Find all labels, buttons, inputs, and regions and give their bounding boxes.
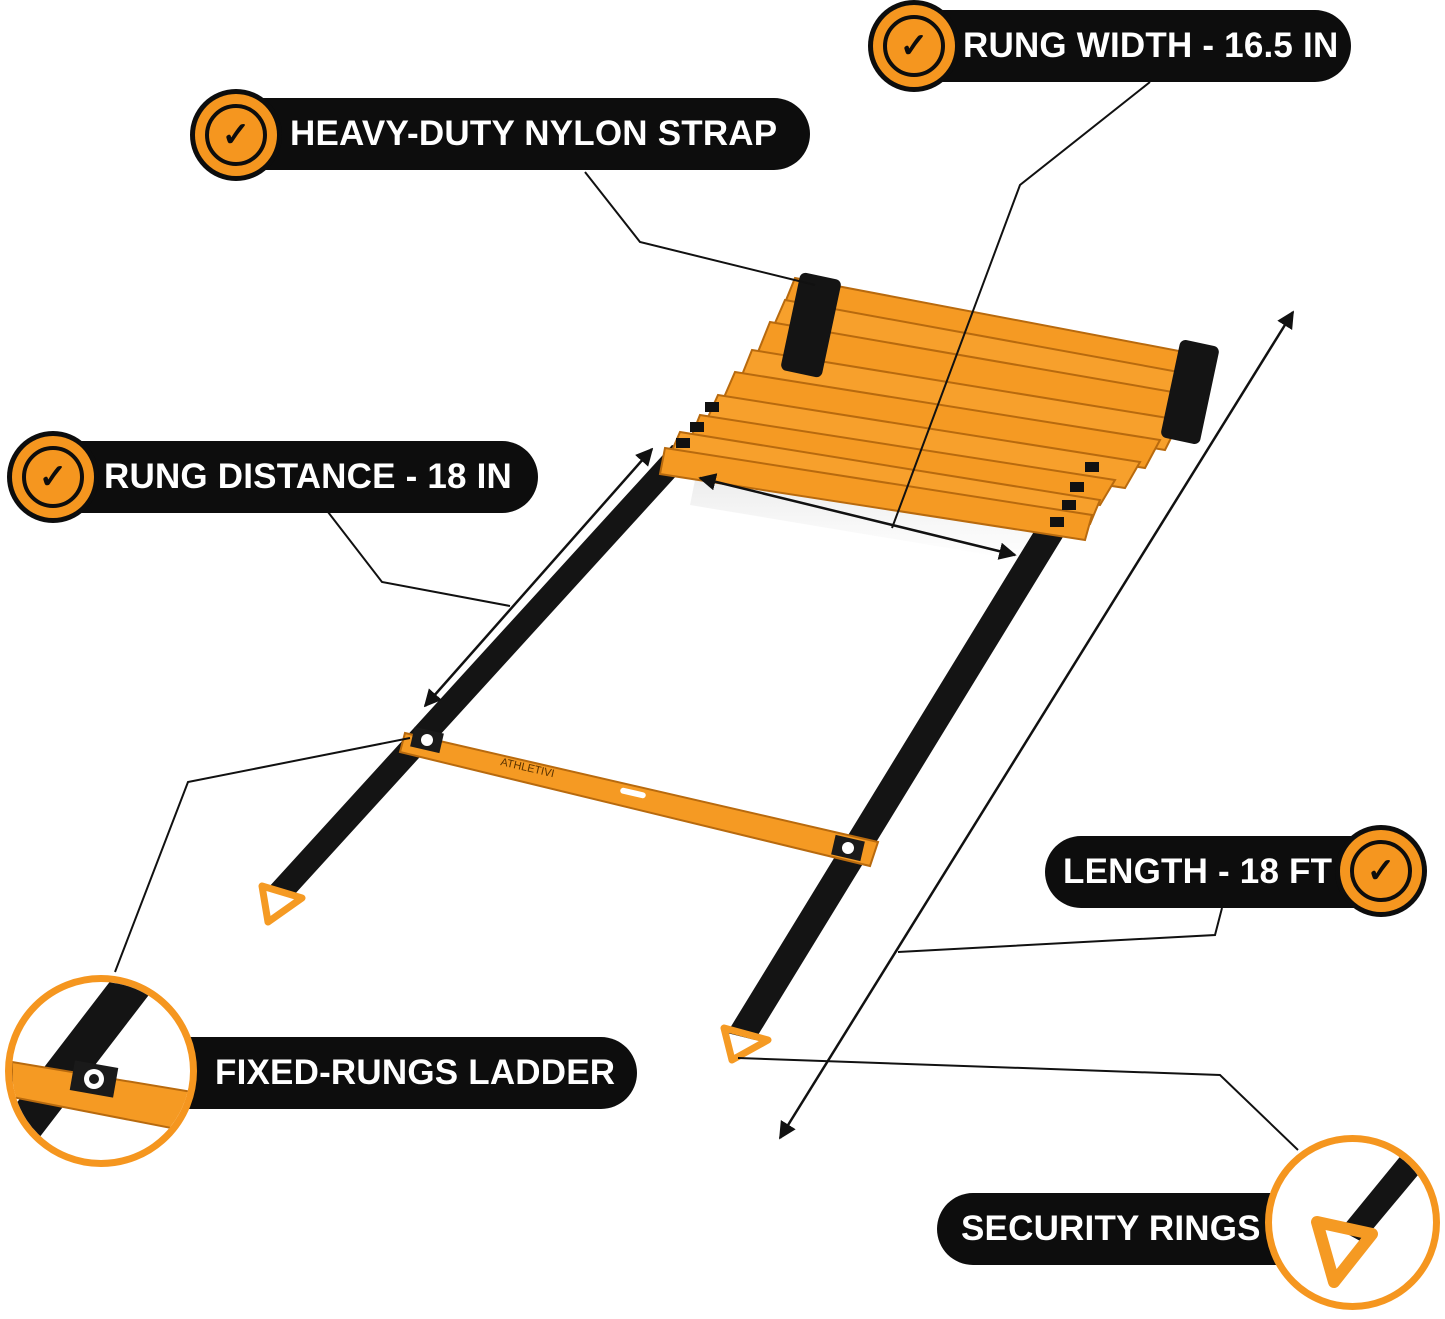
callout-nylon-strap-label: HEAVY-DUTY NYLON STRAP <box>290 114 778 153</box>
callout-rung-distance-label: RUNG DISTANCE - 18 IN <box>104 457 513 496</box>
security-ring-right <box>720 1024 772 1064</box>
right-strap <box>727 525 1066 1040</box>
callout-nylon-strap: HEAVY-DUTY NYLON STRAP <box>195 98 810 170</box>
rung-distance-arrow <box>423 447 654 708</box>
check-icon: ✓ <box>1340 830 1422 912</box>
leader-length <box>897 907 1223 953</box>
security-ring-detail-image <box>1265 1135 1440 1310</box>
leader-nylon-strap <box>584 171 816 286</box>
fixed-rung: ATHLETIVI <box>398 726 880 868</box>
leader-rung-width <box>891 81 1151 529</box>
check-icon: ✓ <box>873 5 955 87</box>
leader-rung-distance <box>327 511 511 607</box>
callout-rung-distance: RUNG DISTANCE - 18 IN <box>12 441 538 513</box>
callout-security-rings-label: SECURITY RINGS <box>961 1209 1261 1248</box>
fixed-rung-detail-image <box>5 975 197 1167</box>
fixed-rung-detail-graphic <box>12 982 190 1141</box>
length-arrow <box>778 310 1295 1140</box>
security-ring-detail-graphic <box>1311 1142 1433 1288</box>
callout-security-rings: SECURITY RINGS <box>937 1193 1317 1265</box>
security-ring-left <box>258 882 306 926</box>
callout-length-label: LENGTH - 18 FT <box>1063 852 1333 891</box>
leader-fixed-rungs <box>114 737 411 973</box>
callout-fixed-rungs-label: FIXED-RUNGS LADDER <box>215 1053 616 1092</box>
check-icon: ✓ <box>195 94 277 176</box>
check-icon: ✓ <box>12 436 94 518</box>
callout-rung-width-label: RUNG WIDTH - 16.5 IN <box>963 26 1339 65</box>
leader-security-rings <box>737 1057 1299 1151</box>
